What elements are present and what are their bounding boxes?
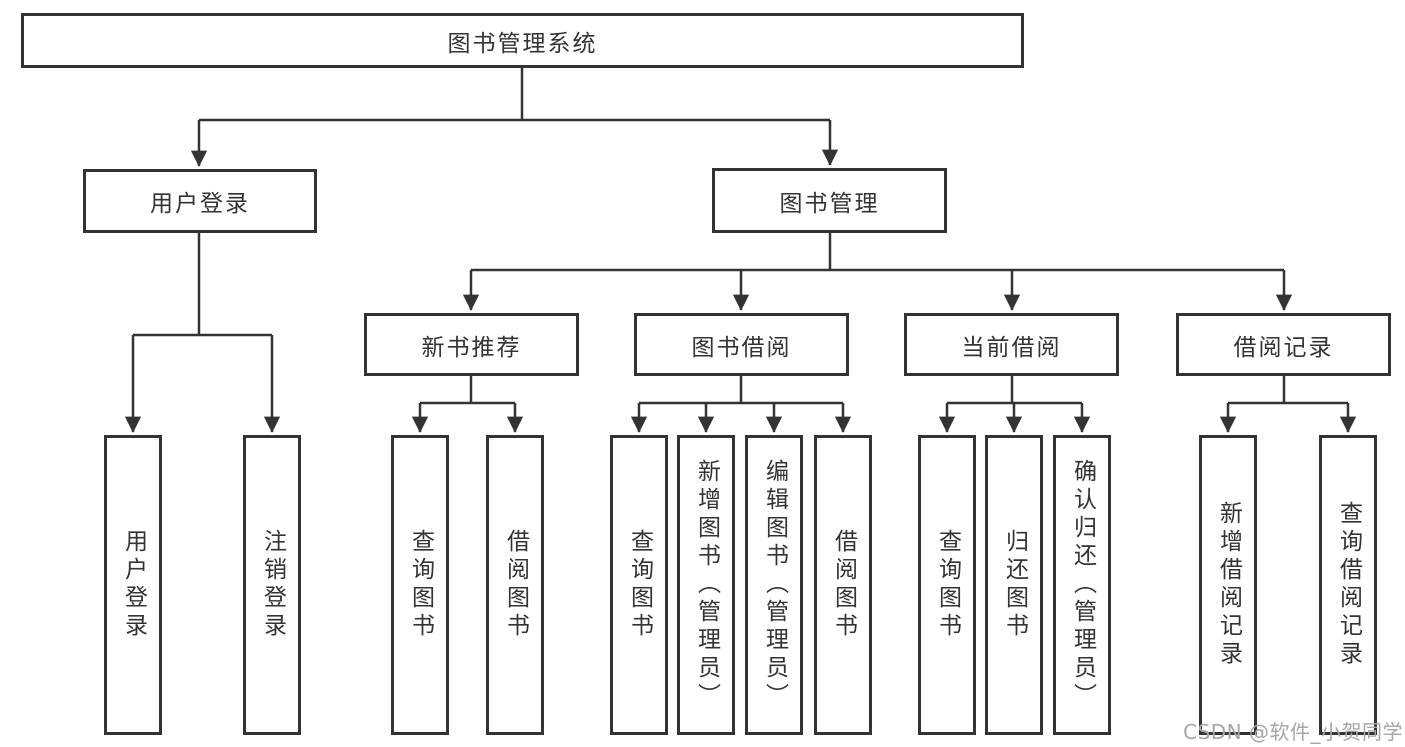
node-book-management: 图书管理	[712, 168, 947, 233]
leaf-logout: 注销登录	[243, 435, 301, 735]
leaf-user-login: 用户登录	[104, 435, 162, 735]
leaf-confirm-return-admin: 确认归还（管理员）	[1053, 435, 1111, 735]
watermark: CSDN @软件_小贺同学	[1183, 720, 1403, 744]
node-root-system: 图书管理系统	[21, 13, 1024, 68]
leaf-edit-book-admin: 编辑图书（管理员）	[745, 435, 803, 735]
leaf-borrow-books-recommend: 借阅图书	[486, 435, 544, 735]
leaf-return-books: 归还图书	[985, 435, 1043, 735]
node-book-borrow: 图书借阅	[634, 313, 849, 376]
leaf-borrow-books: 借阅图书	[814, 435, 872, 735]
node-current-borrow: 当前借阅	[904, 313, 1119, 376]
arrow-drop-lines	[124, 120, 1357, 433]
leaf-query-books-borrow: 查询图书	[610, 435, 668, 735]
node-new-book-recommend: 新书推荐	[364, 313, 579, 376]
leaf-query-books-recommend: 查询图书	[391, 435, 449, 735]
leaf-query-borrow-record: 查询借阅记录	[1319, 435, 1377, 735]
node-user-login: 用户登录	[83, 169, 317, 233]
leaf-query-books-current: 查询图书	[918, 435, 976, 735]
node-borrow-records: 借阅记录	[1176, 313, 1391, 376]
leaf-add-book-admin: 新增图书（管理员）	[677, 435, 735, 735]
leaf-add-borrow-record: 新增借阅记录	[1199, 435, 1257, 735]
tree-elbow-lines	[133, 68, 1348, 405]
